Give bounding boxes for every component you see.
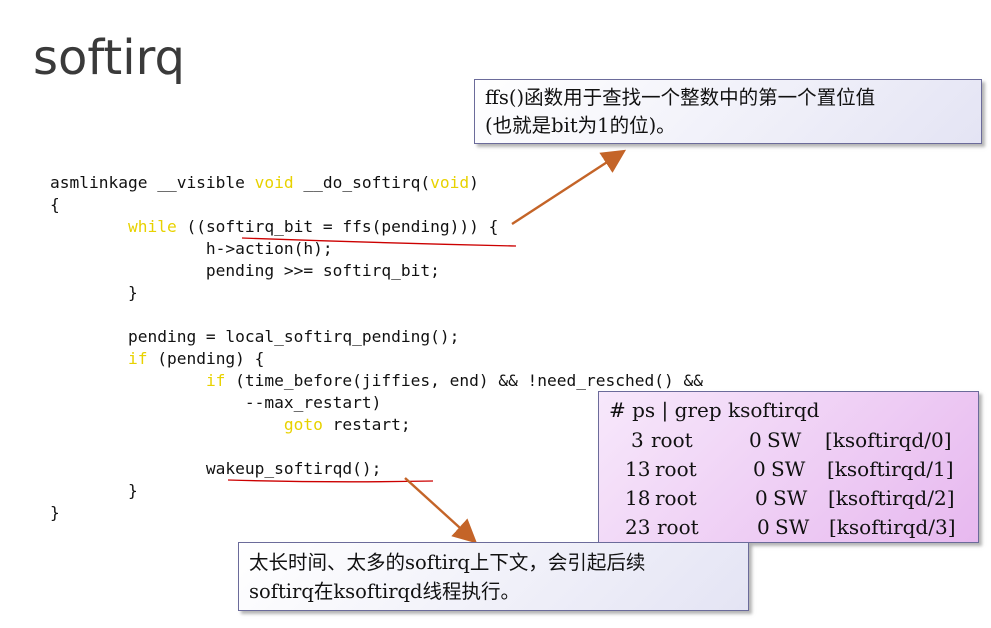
code-line: h->action(h); — [50, 239, 333, 258]
ps-user: root — [657, 515, 699, 539]
code-text — [50, 217, 128, 236]
code-keyword: while — [127, 217, 177, 236]
code-keyword: if — [205, 371, 226, 390]
ps-vsz: 0 — [749, 428, 762, 452]
ffs-callout-line2: (也就是bit为1的位)。 — [485, 114, 676, 137]
code-text: pending >>= softirq_bit; — [50, 261, 440, 280]
ps-cmd: [ksoftirqd/0] — [825, 428, 952, 452]
wakeup-callout-line1: 太长时间、太多的softirq上下文，会引起后续 — [249, 551, 646, 574]
code-text — [50, 415, 284, 434]
code-line: } — [50, 283, 138, 302]
code-text: (time_before(jiffies, end) && !need_resc… — [225, 371, 703, 390]
code-text: h->action(h); — [50, 239, 333, 258]
wakeup-callout-line2: softirq在ksoftirqd线程执行。 — [249, 580, 520, 603]
slide-title: softirq — [33, 30, 185, 86]
code-text: wakeup_softirqd(); — [50, 459, 382, 478]
code-keyword: void — [430, 173, 470, 192]
code-text: } — [50, 481, 138, 500]
code-listing: asmlinkage __visible void __do_softirq(v… — [50, 172, 703, 524]
ps-user: root — [651, 428, 693, 452]
code-line: { — [50, 195, 60, 214]
code-line: if (pending) { — [50, 349, 264, 368]
wakeup-callout: 太长时间、太多的softirq上下文，会引起后续 softirq在ksoftir… — [238, 542, 749, 611]
code-text: pending = local_softirq_pending(); — [50, 327, 460, 346]
code-keyword: if — [127, 349, 148, 368]
ps-pid: 13 — [625, 457, 651, 481]
code-text: } — [50, 283, 138, 302]
code-keyword: void — [254, 173, 294, 192]
code-text: ((softirq_bit = ffs(pending))) { — [176, 217, 499, 236]
ps-user: root — [655, 486, 697, 510]
code-line: wakeup_softirqd(); — [50, 459, 381, 478]
ps-cmd: [ksoftirqd/3] — [829, 515, 956, 539]
code-text: ) — [469, 173, 479, 192]
code-line: asmlinkage __visible void __do_softirq(v… — [50, 173, 479, 192]
ps-pid: 18 — [625, 486, 651, 510]
code-line: --max_restart) — [50, 393, 381, 412]
ps-cmd: [ksoftirqd/2] — [828, 486, 955, 510]
code-text: asmlinkage __visible — [50, 173, 255, 192]
ps-stat: SW — [775, 515, 810, 539]
ps-pid: 3 — [631, 428, 644, 452]
code-text — [50, 371, 206, 390]
code-line: pending >>= softirq_bit; — [50, 261, 440, 280]
ps-stat: SW — [773, 486, 808, 510]
ps-user: root — [655, 457, 697, 481]
ps-vsz: 0 — [753, 457, 766, 481]
ps-cmd: [ksoftirqd/1] — [827, 457, 954, 481]
code-line: pending = local_softirq_pending(); — [50, 327, 459, 346]
ffs-callout-line1: ffs()函数用于查找一个整数中的第一个置位值 — [485, 86, 876, 109]
ps-pid: 23 — [625, 515, 651, 539]
code-text: { — [50, 195, 60, 214]
ps-stat: SW — [771, 457, 806, 481]
ps-row: 13 root 0 SW [ksoftirqd/1] — [599, 455, 978, 484]
ps-stat: SW — [767, 428, 802, 452]
code-text — [50, 349, 128, 368]
code-text: __do_softirq( — [293, 173, 431, 192]
code-keyword: goto — [283, 415, 323, 434]
code-line: if (time_before(jiffies, end) && !need_r… — [50, 371, 703, 390]
ps-vsz: 0 — [757, 515, 770, 539]
code-line: } — [50, 481, 138, 500]
ps-vsz: 0 — [755, 486, 768, 510]
ps-command: # ps | grep ksoftirqd — [609, 398, 820, 422]
code-line: } — [50, 503, 60, 522]
ps-row: 18 root 0 SW [ksoftirqd/2] — [599, 484, 978, 513]
code-text: (pending) { — [147, 349, 265, 368]
ps-row: 3 root 0 SW [ksoftirqd/0] — [599, 426, 978, 455]
ffs-callout: ffs()函数用于查找一个整数中的第一个置位值 (也就是bit为1的位)。 — [474, 79, 982, 144]
code-text: restart; — [322, 415, 411, 434]
code-text: --max_restart) — [50, 393, 382, 412]
code-line: while ((softirq_bit = ffs(pending))) { — [50, 217, 498, 236]
ps-output-callout: # ps | grep ksoftirqd 3 root 0 SW [ksoft… — [598, 391, 979, 543]
code-line: goto restart; — [50, 415, 411, 434]
code-text: } — [50, 503, 60, 522]
ps-row: 23 root 0 SW [ksoftirqd/3] — [599, 513, 978, 542]
